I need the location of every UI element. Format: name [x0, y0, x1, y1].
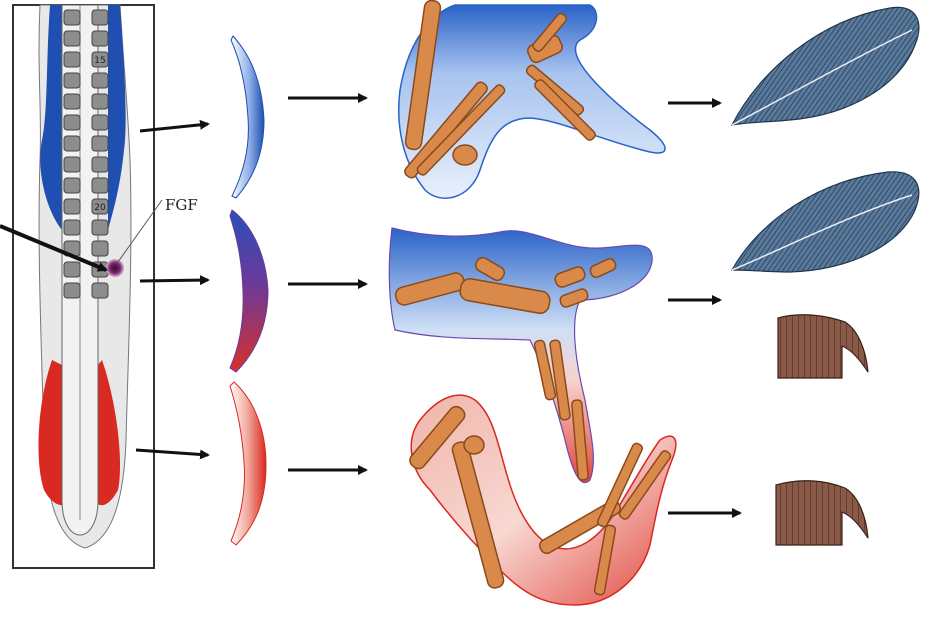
scale-bottom: [776, 481, 868, 545]
feather-icon: [732, 7, 919, 125]
somite-left: [64, 94, 80, 109]
somite-right: [92, 241, 108, 256]
somite-right: [92, 157, 108, 172]
wing-limb: [399, 0, 665, 198]
somite-left: [64, 10, 80, 25]
somite-number-label: 15: [94, 56, 105, 66]
somite-left: [64, 262, 80, 277]
somite-left: [64, 31, 80, 46]
somite-left: [64, 115, 80, 130]
somite-right: [92, 283, 108, 298]
somite-right: [92, 178, 108, 193]
fgf-label: FGF: [165, 196, 198, 214]
somite-right: [92, 220, 108, 235]
arrows-column-2: [288, 98, 366, 470]
somite-number-label: 20: [94, 203, 106, 213]
somite-right: [92, 73, 108, 88]
somite-left: [64, 199, 80, 214]
feather-top: [732, 7, 919, 125]
wing-elbow: [453, 145, 477, 165]
somite-right: [92, 10, 108, 25]
somite-right: [92, 136, 108, 151]
fgf-bead: [106, 259, 124, 277]
scaled-claw-icon: [776, 481, 868, 545]
scale-middle: [778, 315, 868, 378]
somite-right: [92, 31, 108, 46]
feather-middle: [732, 172, 919, 272]
wing-soft-tissue: [399, 5, 665, 198]
ectoderm-strip-mixed: [230, 210, 268, 372]
somite-left: [64, 73, 80, 88]
somite-left: [64, 283, 80, 298]
somite-left: [64, 136, 80, 151]
somite-left: [64, 52, 80, 67]
embryo-panel: 15 20 FGF: [0, 5, 198, 568]
somite-right: [92, 94, 108, 109]
somite-left: [64, 178, 80, 193]
arrow-embryo-to-mixed-strip: [140, 280, 208, 281]
somite-left: [64, 157, 80, 172]
leg-limb: [407, 395, 676, 605]
scaled-claw-icon: [778, 315, 868, 378]
somite-left: [64, 220, 80, 235]
feather-icon: [732, 172, 919, 272]
ectoderm-strips: [230, 36, 268, 545]
ectoderm-strip-red: [230, 382, 266, 545]
somite-right: [92, 115, 108, 130]
leg-knee: [464, 436, 484, 454]
arrows-column-3: [668, 103, 740, 513]
ectoderm-strip-blue: [231, 36, 264, 198]
